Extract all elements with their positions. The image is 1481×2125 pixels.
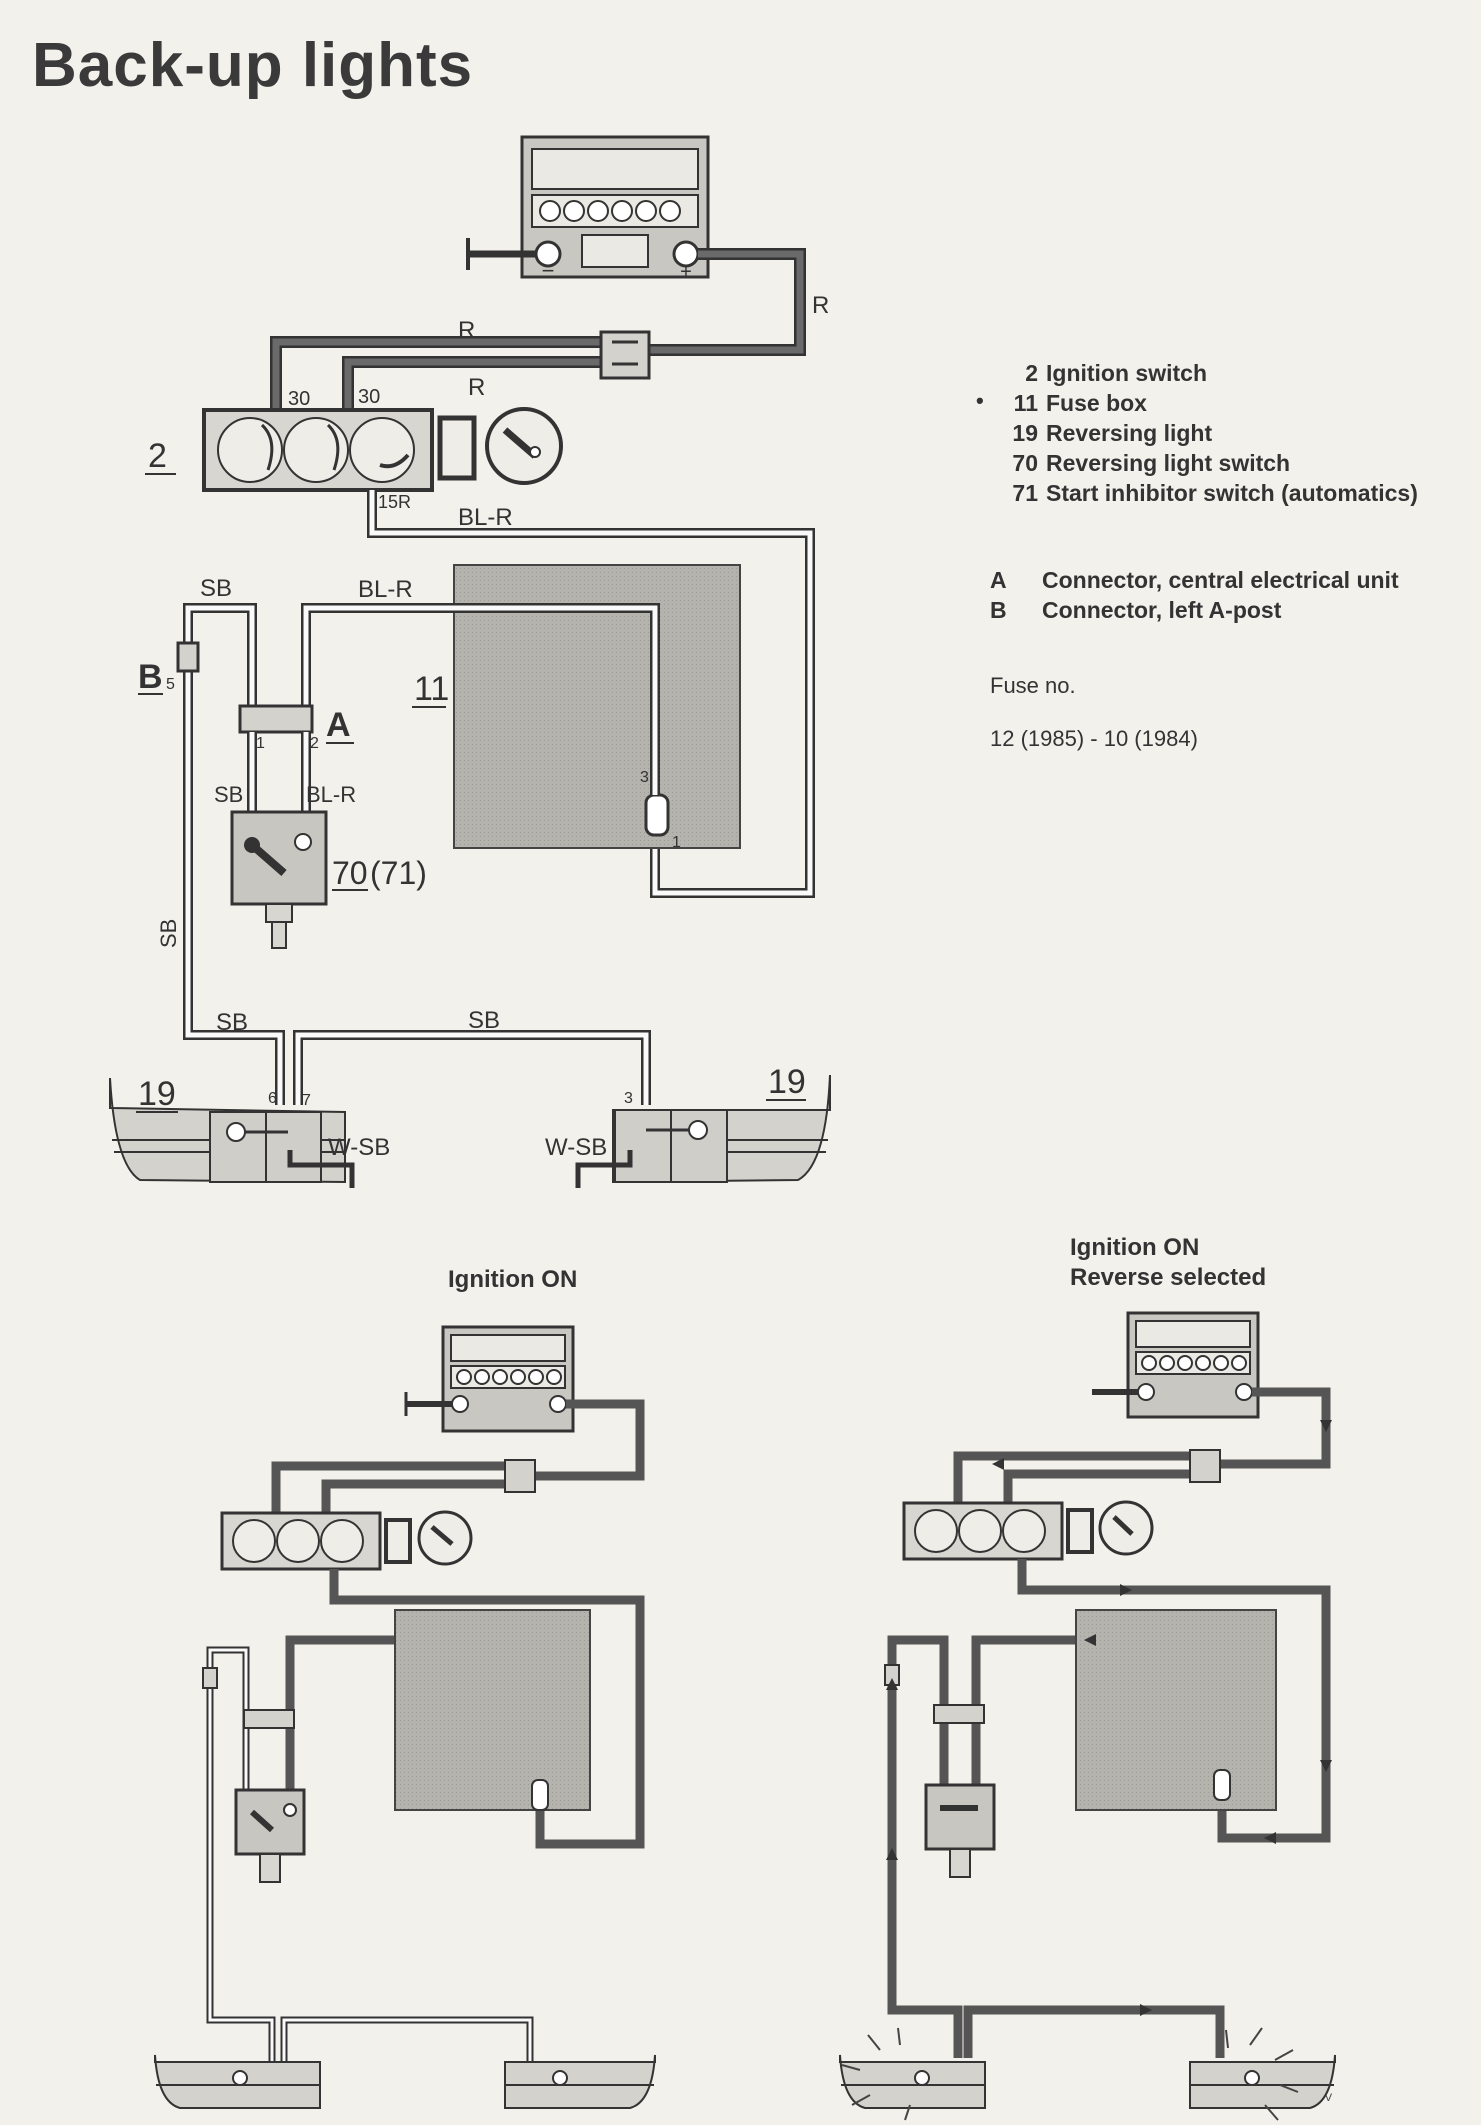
legend-number: 19: [1012, 420, 1038, 446]
connector-text: Connector, left A-post: [1042, 597, 1282, 623]
label-r-top: R: [458, 317, 475, 344]
reversing-light-left: [109, 1077, 346, 1184]
label-sb-switch: SB: [214, 782, 243, 807]
ignition-switch: [202, 407, 563, 492]
label-pin1b: 1: [672, 834, 681, 851]
legend-number: 71: [1012, 480, 1038, 506]
connector-b: [176, 641, 200, 673]
connector-a: [238, 704, 314, 734]
legend-text: Start inhibitor switch (automatics): [1046, 480, 1418, 506]
label-switch: 70: [332, 855, 368, 891]
diagram-ignition-on: [154, 1325, 656, 2109]
label-pin3r: 3: [624, 1090, 633, 1107]
legend-text: Reversing light: [1046, 420, 1213, 446]
label-blr-c: BL-R: [306, 782, 356, 807]
legend-item: 11 Fuse box: [990, 388, 1418, 418]
legend-number: 2: [1025, 360, 1038, 386]
wire-sb-lights: [293, 1030, 651, 1105]
inline-connector: [599, 330, 651, 380]
label-light-left: 19: [138, 1075, 176, 1113]
connector-text: Connector, central electrical unit: [1042, 567, 1399, 593]
legend-item: 2 Ignition switch: [990, 358, 1418, 388]
caption-reverse: Ignition ON Reverse selected: [1070, 1233, 1266, 1293]
legend-number: 70: [1012, 450, 1038, 476]
fuse-values: 12 (1985) - 10 (1984): [990, 726, 1198, 751]
label-sb-mid: SB: [468, 1007, 500, 1034]
fuse-heading: Fuse no.: [990, 673, 1076, 698]
connector-item: B Connector, left A-post: [990, 595, 1399, 625]
legend-item: 19 Reversing light: [990, 418, 1418, 448]
label-fusebox: 11: [414, 670, 449, 708]
legend-bullet: •: [976, 388, 984, 413]
label-b-sub: 5: [166, 676, 175, 693]
connector-key: B: [990, 597, 1007, 623]
battery-minus: −: [542, 258, 555, 283]
connector-key: A: [990, 567, 1007, 593]
caption-ignition-on: Ignition ON: [448, 1266, 578, 1293]
label-sb-top: SB: [200, 575, 232, 602]
label-switch-alt: (71): [370, 855, 427, 891]
label-15r: 15R: [378, 492, 411, 512]
label-light-right: 19: [768, 1063, 806, 1101]
battery-plus: +: [680, 261, 692, 283]
reversing-light-right: [612, 1074, 831, 1184]
diagram-reverse-selected: [839, 1311, 1336, 2121]
caption-reverse-line1: Ignition ON: [1070, 1234, 1200, 1261]
label-pin6: 6: [268, 1090, 277, 1107]
legend-item: 71 Start inhibitor switch (automatics): [990, 478, 1418, 508]
label-blr-b: BL-R: [358, 576, 413, 603]
connector-item: A Connector, central electrical unit: [990, 565, 1399, 595]
reversing-light-switch: [230, 810, 328, 949]
main-diagram: − + R R R 30 30: [109, 135, 831, 1188]
caption-reverse-line2: Reverse selected: [1070, 1264, 1267, 1291]
legend-text: Fuse box: [1046, 390, 1147, 416]
label-30a: 30: [288, 388, 310, 410]
legend-item: 70 Reversing light switch: [990, 448, 1418, 478]
label-conn-a: A: [326, 706, 351, 744]
label-pin7: 7: [302, 1092, 311, 1109]
label-pin3: 3: [640, 769, 649, 786]
wire-r-30a: [270, 336, 600, 410]
label-wsb-left: W-SB: [328, 1134, 390, 1161]
legend-text: Ignition switch: [1046, 360, 1207, 386]
label-r-right: R: [812, 292, 829, 319]
label-sb-vert: SB: [156, 919, 181, 948]
label-pin2: 2: [310, 735, 319, 752]
legend-text: Reversing light switch: [1046, 450, 1291, 476]
label-r-mid: R: [468, 374, 485, 401]
fuse: [644, 793, 670, 837]
battery: − +: [520, 135, 710, 283]
label-ignition: 2: [148, 437, 167, 475]
connector-legend: A Connector, central electrical unit B Con…: [990, 565, 1399, 625]
label-sb-low: SB: [216, 1009, 248, 1036]
label-blr-a: BL-R: [458, 504, 513, 531]
page-title: Back-up lights: [32, 31, 474, 100]
label-conn-b: B: [138, 658, 163, 696]
label-pin1: 1: [256, 735, 265, 752]
legend-number: 11: [1013, 390, 1038, 416]
label-wsb-right: W-SB: [545, 1134, 607, 1161]
label-30b: 30: [358, 386, 380, 408]
